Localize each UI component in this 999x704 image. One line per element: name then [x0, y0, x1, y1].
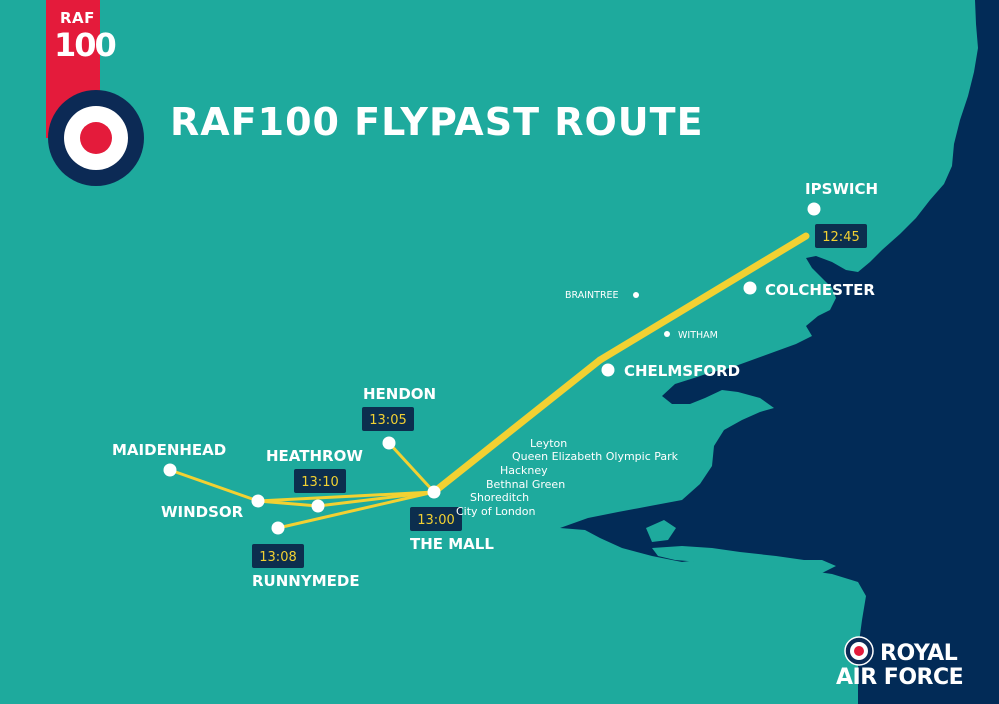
- label-colchester: COLCHESTER: [765, 281, 875, 299]
- label-witham: WITHAM: [678, 330, 718, 341]
- london-area-hackney: Hackney: [500, 464, 548, 477]
- label-ipswich: IPSWICH: [805, 180, 878, 198]
- badge-line2: 100: [54, 26, 117, 64]
- logo-line1: ROYAL: [880, 641, 958, 666]
- time-box-runnymede: 13:08: [252, 544, 304, 568]
- label-heathrow: HEATHROW: [266, 447, 363, 465]
- london-area-city-of-london: City of London: [456, 505, 536, 518]
- label-runnymede: RUNNYMEDE: [252, 572, 360, 590]
- route-segment-ipswich-mall: [596, 232, 810, 364]
- london-area-olympic-park: Queen Elizabeth Olympic Park: [512, 450, 679, 463]
- time-label-runnymede: 13:08: [259, 550, 296, 565]
- marker-chelmsford: [601, 363, 615, 377]
- time-box-the-mall: 13:00: [410, 507, 462, 531]
- badge-line1: RAF: [60, 9, 95, 27]
- route-segment-runnymede: [277, 490, 435, 530]
- label-chelmsford: CHELMSFORD: [624, 362, 740, 380]
- time-box-hendon: 13:05: [362, 407, 414, 431]
- marker-maidenhead: [163, 463, 177, 477]
- time-label-hendon: 13:05: [369, 413, 406, 428]
- label-the-mall: THE MALL: [410, 535, 494, 553]
- route-segment-maidenhead: [169, 468, 259, 503]
- marker-heathrow: [311, 499, 325, 513]
- time-box-ipswich: 12:45: [815, 224, 867, 248]
- roundel-icon: [844, 636, 874, 666]
- label-braintree: BRAINTREE: [565, 290, 619, 301]
- logo-line2: AIR FORCE: [836, 665, 964, 690]
- page-title: RAF100 FLYPAST ROUTE: [170, 100, 704, 144]
- label-windsor: WINDSOR: [161, 503, 244, 521]
- marker-braintree: [633, 292, 639, 298]
- marker-runnymede: [271, 521, 285, 535]
- marker-colchester: [743, 281, 757, 295]
- time-label-the-mall: 13:00: [417, 513, 454, 528]
- london-area-leyton: Leyton: [530, 437, 567, 450]
- route-segment-chelmsford-mall: [430, 356, 604, 496]
- marker-windsor: [251, 494, 265, 508]
- label-maidenhead: MAIDENHEAD: [112, 441, 226, 459]
- roundel-quarter-icon: [48, 90, 144, 186]
- marker-hendon: [382, 436, 396, 450]
- time-box-heathrow: 13:10: [294, 469, 346, 493]
- marker-witham: [664, 331, 670, 337]
- marker-the-mall: [427, 485, 441, 499]
- london-area-bethnal-green: Bethnal Green: [486, 478, 565, 491]
- marker-ipswich: [807, 202, 821, 216]
- time-label-heathrow: 13:10: [301, 475, 338, 490]
- label-hendon: HENDON: [363, 385, 436, 403]
- london-area-shoreditch: Shoreditch: [470, 491, 529, 504]
- time-label-ipswich: 12:45: [822, 230, 859, 245]
- royal-air-force-logo: ROYAL AIR FORCE: [836, 633, 966, 693]
- route-segment-windsor-mall: [257, 490, 435, 503]
- raf100-badge: RAF 100: [46, 0, 144, 186]
- route-segment-hendon: [387, 441, 436, 494]
